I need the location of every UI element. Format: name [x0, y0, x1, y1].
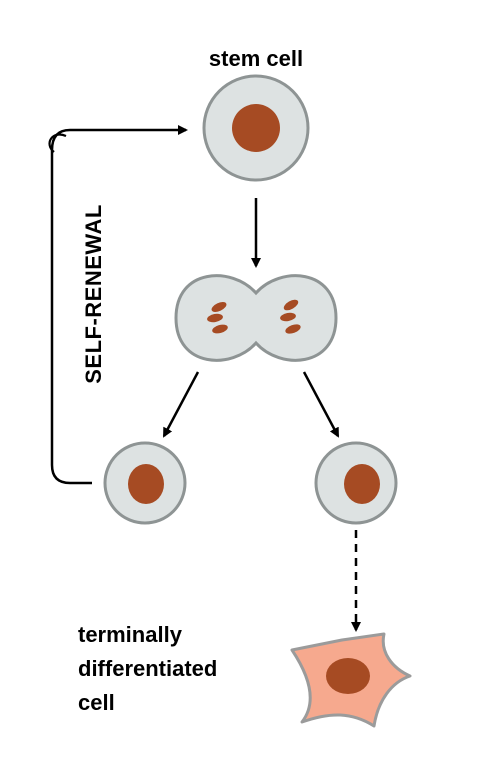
- arrow-to-right-daughter: [302, 371, 340, 438]
- self-renewal-loop: [48, 125, 188, 485]
- daughter-stem-cell: [103, 441, 187, 525]
- arrow-to-left-daughter: [162, 371, 200, 438]
- daughter-progenitor-nucleus: [344, 464, 380, 504]
- terminal-label-line-1: terminally: [78, 622, 183, 647]
- dividing-cell: [174, 274, 338, 362]
- stem-cell-nucleus: [232, 104, 280, 152]
- self-renewal-label: SELF-RENEWAL: [81, 204, 106, 384]
- differentiated-nucleus: [326, 658, 370, 694]
- terminally-differentiated-cell: [290, 632, 412, 728]
- chromosomes-left: [207, 302, 228, 334]
- chromosomes-right: [280, 299, 301, 334]
- stem-cell-label: stem cell: [209, 46, 303, 71]
- terminal-label-line-3: cell: [78, 690, 115, 715]
- stem-cell: [202, 74, 310, 182]
- daughter-progenitor-cell: [314, 441, 398, 525]
- daughter-stem-nucleus: [128, 464, 164, 504]
- terminal-label-line-2: differentiated: [78, 656, 217, 681]
